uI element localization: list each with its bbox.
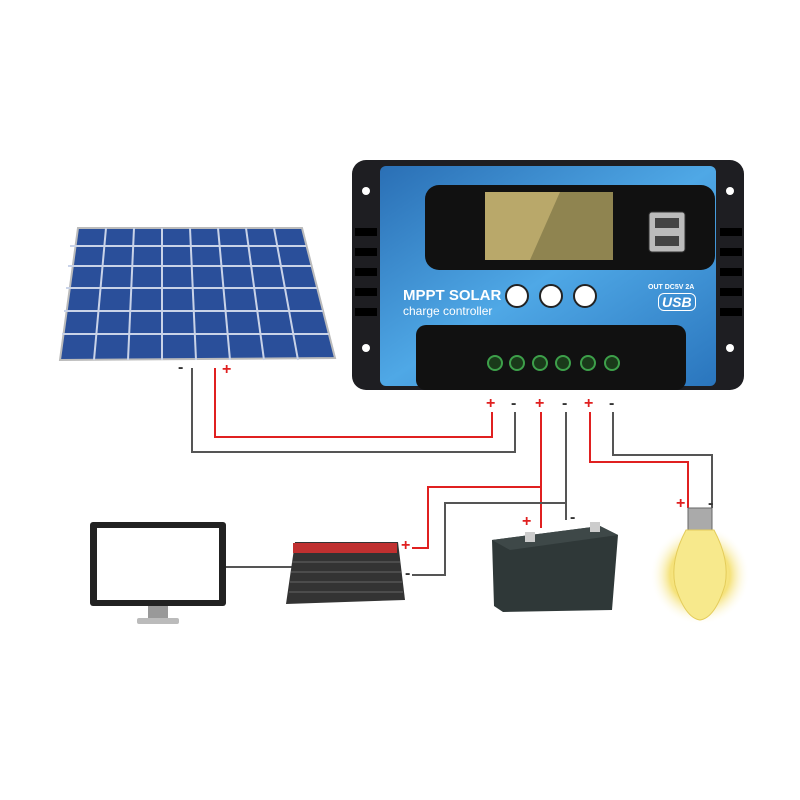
controller-solar-negative: - bbox=[511, 395, 517, 412]
panel-positive-label: + bbox=[222, 361, 232, 378]
panel-negative-label: - bbox=[178, 359, 184, 376]
battery-negative-label: - bbox=[570, 509, 576, 526]
controller-battery-positive: + bbox=[535, 395, 545, 412]
controller-solar-positive: + bbox=[486, 395, 496, 412]
controller-load-positive: + bbox=[584, 395, 594, 412]
inverter bbox=[286, 542, 405, 604]
inverter-negative-label: - bbox=[405, 565, 411, 582]
battery-positive-label: + bbox=[522, 513, 532, 530]
controller-battery-negative: - bbox=[562, 395, 568, 412]
monitor bbox=[90, 522, 226, 624]
charge-controller bbox=[352, 160, 744, 390]
controller-title: MPPT SOLAR bbox=[403, 287, 502, 304]
light-bulb bbox=[650, 507, 750, 625]
controller-subtitle: charge controller bbox=[403, 304, 493, 318]
inverter-positive-label: + bbox=[401, 537, 411, 554]
bulb-positive-label: + bbox=[676, 495, 686, 512]
solar-panel bbox=[58, 227, 337, 362]
battery bbox=[492, 522, 618, 612]
usb-label: USB bbox=[658, 293, 696, 311]
usb-spec: OUT DC5V 2A bbox=[648, 284, 695, 291]
bulb-negative-label: - bbox=[708, 495, 714, 512]
controller-load-negative: - bbox=[609, 395, 615, 412]
wires bbox=[191, 368, 713, 576]
